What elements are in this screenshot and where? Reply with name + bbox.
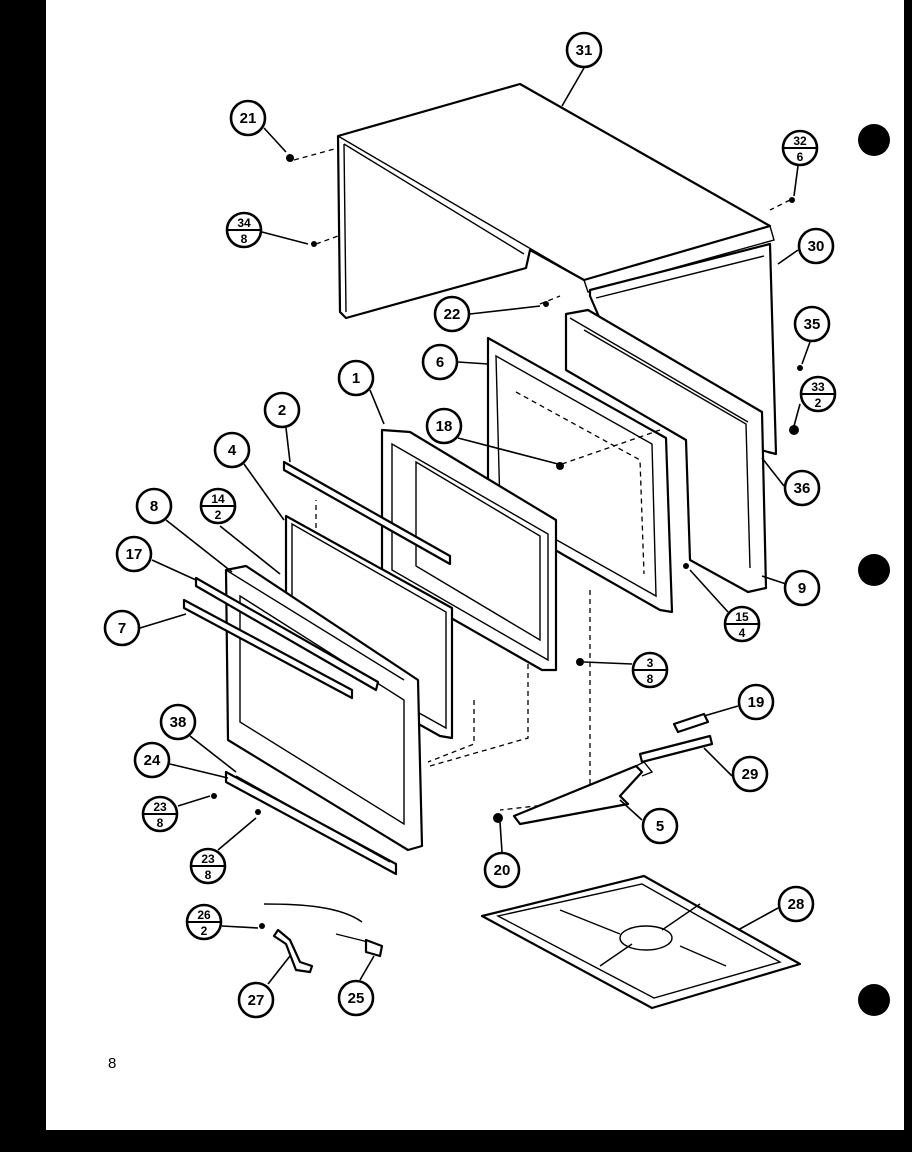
- part-29-spring: [638, 734, 714, 764]
- callout-quantity: 8: [241, 232, 248, 246]
- part-25-switch: [335, 933, 384, 958]
- callout-quantity: 2: [215, 508, 222, 522]
- part-38-bottom-trim: [224, 770, 398, 876]
- part-8-outer-door: [224, 564, 424, 852]
- callout-number: 23: [201, 852, 215, 866]
- callout-number: 5: [656, 818, 664, 835]
- callout-number: 24: [144, 752, 161, 769]
- callout-number: 31: [576, 42, 593, 59]
- part-31-outer-cabinet: [336, 82, 775, 320]
- callout-number: 30: [808, 238, 825, 255]
- callout-23-over-8: 238: [141, 795, 179, 833]
- callout-23-over-8: 238: [189, 847, 227, 885]
- callout-number: 27: [248, 992, 265, 1009]
- callout-6: 6: [421, 343, 459, 381]
- callout-28: 28: [777, 885, 815, 923]
- fasteners: [211, 154, 803, 929]
- callout-quantity: 8: [157, 816, 164, 830]
- callout-number: 6: [436, 354, 444, 371]
- callout-quantity: 2: [201, 924, 208, 938]
- callout-number: 1: [352, 370, 360, 387]
- part-9-liner-frame: [564, 308, 768, 594]
- callout-22: 22: [433, 295, 471, 333]
- callout-number: 14: [211, 492, 225, 506]
- part-7-door-handle: [182, 576, 380, 700]
- callout-38: 38: [159, 703, 197, 741]
- part-5-hinge-arm: [512, 761, 654, 826]
- scan-bottom-edge: [0, 1130, 912, 1152]
- callout-19: 19: [737, 683, 775, 721]
- binder-hole-middle: [858, 554, 890, 586]
- callout-number: 32: [793, 134, 807, 148]
- callout-1: 1: [337, 359, 375, 397]
- callout-9: 9: [783, 569, 821, 607]
- callout-number: 23: [153, 800, 167, 814]
- callout-number: 18: [436, 418, 453, 435]
- callout-number: 26: [197, 908, 211, 922]
- callout-32-over-6: 326: [781, 129, 819, 167]
- callout-27: 27: [237, 981, 275, 1019]
- callout-number: 34: [237, 216, 251, 230]
- callout-5: 5: [641, 807, 679, 845]
- callout-number: 8: [150, 498, 158, 515]
- callout-2: 2: [263, 391, 301, 429]
- callout-number: 2: [278, 402, 286, 419]
- scan-right-edge: [904, 0, 912, 1152]
- callout-number: 4: [228, 442, 237, 459]
- callout-17: 17: [115, 535, 153, 573]
- callout-number: 36: [794, 480, 811, 497]
- callout-number: 9: [798, 580, 806, 597]
- callout-25: 25: [337, 979, 375, 1017]
- callout-36: 36: [783, 469, 821, 507]
- callout-15-over-4: 154: [723, 605, 761, 643]
- callout-quantity: 6: [797, 150, 804, 164]
- callout-quantity: 8: [647, 672, 654, 686]
- part-28-broiler-pan: [480, 874, 802, 1010]
- part-2-trim-strip: [282, 460, 452, 566]
- callout-7: 7: [103, 609, 141, 647]
- callout-8: 8: [135, 487, 173, 525]
- callout-number: 7: [118, 620, 126, 637]
- page-number: 8: [108, 1055, 117, 1072]
- binder-hole-bottom: [858, 984, 890, 1016]
- binder-hole-top: [858, 124, 890, 156]
- callout-30: 30: [797, 227, 835, 265]
- callout-number: 17: [126, 546, 143, 563]
- callout-21: 21: [229, 99, 267, 137]
- part-27-wire-harness: [263, 903, 363, 974]
- callout-31: 31: [565, 31, 603, 69]
- callout-number: 20: [494, 862, 511, 879]
- callout-number: 33: [811, 380, 825, 394]
- callout-29: 29: [731, 755, 769, 793]
- callout-number: 3: [647, 656, 654, 670]
- callout-3-over-8: 38: [631, 651, 669, 689]
- callout-33-over-2: 332: [799, 375, 837, 413]
- leader-lines: [139, 67, 811, 985]
- callout-number: 29: [742, 766, 759, 783]
- callout-35: 35: [793, 305, 831, 343]
- callout-18: 18: [425, 407, 463, 445]
- callout-quantity: 2: [815, 396, 822, 410]
- callout-number: 19: [748, 694, 765, 711]
- callout-34-over-8: 348: [225, 211, 263, 249]
- callout-4: 4: [213, 431, 251, 469]
- callout-14-over-2: 142: [199, 487, 237, 525]
- part-19-hinge-pin: [672, 712, 710, 734]
- callout-quantity: 8: [205, 868, 212, 882]
- callout-20: 20: [483, 851, 521, 889]
- scan-left-edge: [0, 0, 46, 1152]
- callout-quantity: 4: [739, 626, 746, 640]
- callout-26-over-2: 262: [185, 903, 223, 941]
- callout-number: 15: [735, 610, 749, 624]
- callout-number: 22: [444, 306, 461, 323]
- callout-number: 25: [348, 990, 365, 1007]
- callout-number: 35: [804, 316, 821, 333]
- callout-24: 24: [133, 741, 171, 779]
- callout-number: 28: [788, 896, 805, 913]
- callout-number: 21: [240, 110, 257, 127]
- callout-number: 38: [170, 714, 187, 731]
